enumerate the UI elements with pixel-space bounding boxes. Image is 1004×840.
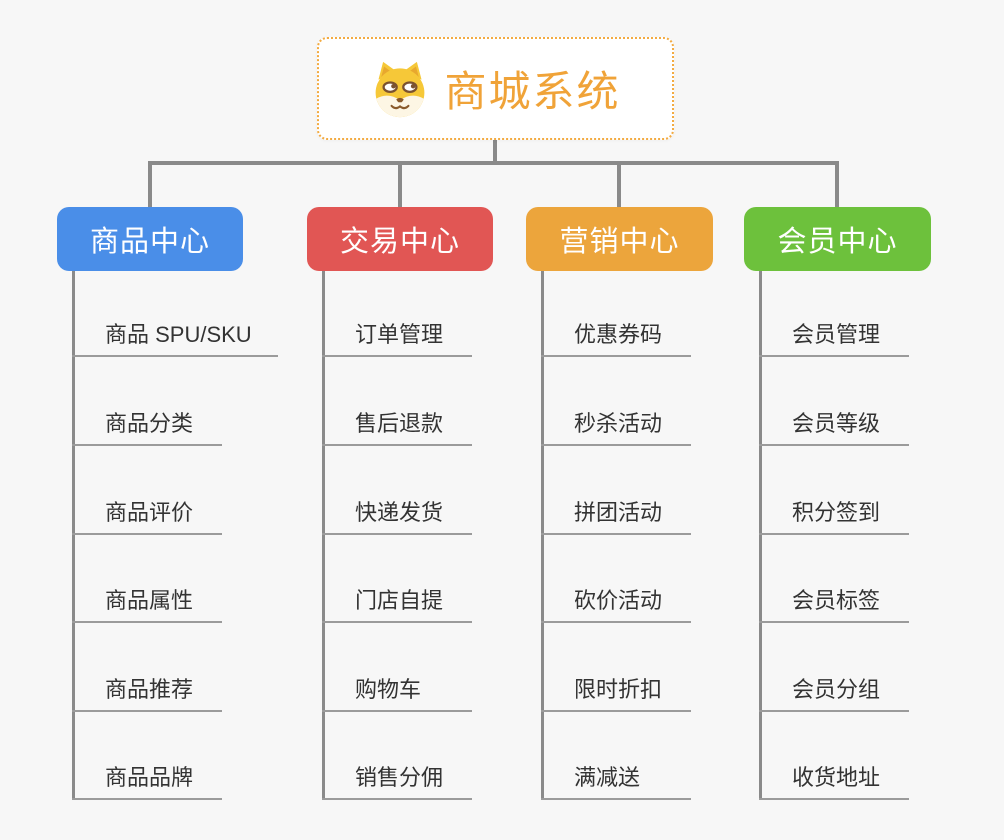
branch-trunk-line [322,271,325,800]
branch-trunk-line [72,271,75,800]
connector-drop-line [398,161,402,207]
leaf-node[interactable]: 拼团活动 [541,498,691,535]
leaf-node[interactable]: 会员等级 [759,409,909,446]
branch-header-member-center[interactable]: 会员中心 [744,207,931,271]
connector-drop-line [617,161,621,207]
leaf-node[interactable]: 砍价活动 [541,586,691,623]
branch-marketing-center: 营销中心 优惠券码 秒杀活动 拼团活动 砍价活动 限时折扣 满减送 [526,207,786,827]
leaf-node[interactable]: 会员管理 [759,320,909,357]
root-node-label: 商城系统 [444,68,621,115]
leaf-node[interactable]: 快递发货 [322,498,472,535]
branch-header-product-center[interactable]: 商品中心 [57,207,243,271]
leaf-node[interactable]: 商品属性 [72,586,222,623]
leaf-node[interactable]: 售后退款 [322,409,472,446]
leaf-node[interactable]: 商品分类 [72,409,222,446]
connector-drop-line [148,161,152,207]
leaf-node[interactable]: 秒杀活动 [541,409,691,446]
leaf-node[interactable]: 商品品牌 [72,763,222,800]
leaf-node[interactable]: 订单管理 [322,320,472,357]
shiba-dog-icon [370,59,430,119]
leaf-node[interactable]: 满减送 [541,763,691,800]
root-node[interactable]: 商城系统 [317,37,674,140]
branch-header-trade-center[interactable]: 交易中心 [307,207,493,271]
connector-horizontal-line [148,161,839,165]
branch-trunk-line [541,271,544,800]
leaf-node[interactable]: 商品评价 [72,498,222,535]
branch-trade-center: 交易中心 订单管理 售后退款 快递发货 门店自提 购物车 销售分佣 [307,207,567,827]
connector-drop-line [835,161,839,207]
connector-root-stub [493,138,497,165]
leaf-node[interactable]: 优惠券码 [541,320,691,357]
branch-trunk-line [759,271,762,800]
branch-member-center: 会员中心 会员管理 会员等级 积分签到 会员标签 会员分组 收货地址 [744,207,1004,827]
leaf-node[interactable]: 限时折扣 [541,675,691,712]
leaf-node[interactable]: 门店自提 [322,586,472,623]
leaf-node[interactable]: 购物车 [322,675,472,712]
branch-header-marketing-center[interactable]: 营销中心 [526,207,713,271]
branch-product-center: 商品中心 商品 SPU/SKU 商品分类 商品评价 商品属性 商品推荐 商品品牌 [57,207,317,827]
leaf-node[interactable]: 会员分组 [759,675,909,712]
leaf-node[interactable]: 积分签到 [759,498,909,535]
leaf-node[interactable]: 商品 SPU/SKU [72,320,278,357]
leaf-node[interactable]: 收货地址 [759,763,909,800]
leaf-node[interactable]: 销售分佣 [322,763,472,800]
leaf-node[interactable]: 商品推荐 [72,675,222,712]
leaf-node[interactable]: 会员标签 [759,586,909,623]
